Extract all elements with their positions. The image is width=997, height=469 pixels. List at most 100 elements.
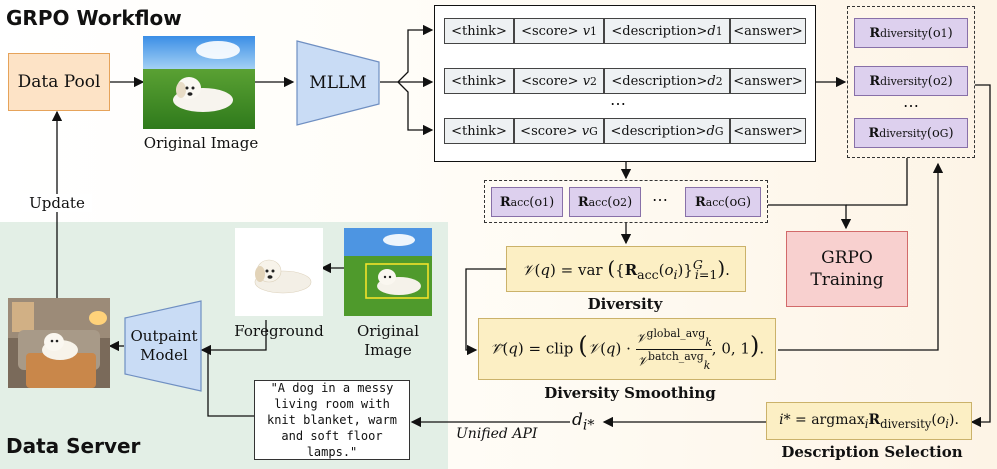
mllm-block: MLLM: [296, 40, 380, 126]
answer-token: <answer>: [730, 18, 806, 44]
reward-sub: acc: [588, 195, 608, 209]
unified-api-label: Unified API: [456, 426, 538, 442]
update-label: Update: [22, 194, 92, 212]
reward-symbol: R: [694, 194, 706, 210]
score-sub: 1: [590, 24, 597, 38]
description-selection-box: i* = argmaxiRdiversity(oi).: [766, 402, 972, 440]
selected-description-var: d: [572, 410, 583, 430]
reward-symbol: R: [577, 194, 589, 210]
prompt-quote-box: "A dog in a messy living room with knit …: [254, 380, 410, 460]
reward-arg-sub: 2: [940, 74, 948, 88]
mllm-shape: [296, 40, 380, 126]
diversity-label: Diversity: [587, 295, 663, 313]
reward-close: ): [549, 194, 555, 210]
answer-token: <answer>: [730, 118, 806, 144]
score-text: <score>: [520, 123, 578, 139]
reward-arg-sub: 2: [620, 195, 628, 209]
acc-ellipsis: ⋯: [652, 190, 668, 209]
original-image: [143, 36, 255, 129]
score-var: v: [581, 123, 590, 139]
reward-arg: (o: [927, 25, 941, 41]
grpo-training-label: GRPO Training: [810, 247, 884, 290]
reward-arg-sub: G: [939, 126, 949, 140]
reward-close: ): [745, 194, 752, 210]
selected-description: di*: [572, 410, 595, 433]
living-room-dog-image: [8, 298, 110, 388]
reward-close: ): [948, 125, 954, 141]
reward-symbol: R: [869, 25, 881, 41]
reward-close: ): [947, 73, 953, 89]
original-image-label: Original Image: [143, 134, 259, 152]
foreground-dog-image: [254, 259, 312, 294]
description-var: d: [707, 73, 716, 89]
accuracy-rewards-group: [484, 180, 768, 223]
prompt-quote: "A dog in a messy living room with knit …: [266, 380, 398, 460]
score-text: <score>: [521, 23, 579, 39]
reward-close: ): [627, 194, 633, 210]
description-var: d: [706, 123, 715, 139]
reward-sub: diversity: [880, 26, 928, 40]
reward-symbol: R: [868, 125, 880, 141]
workflow-title: GRPO Workflow: [6, 6, 182, 30]
description-sub: 2: [715, 74, 723, 88]
diversity-rewards-group: [847, 6, 975, 158]
description-sub: G: [714, 124, 724, 138]
reward-arg-sub: G: [737, 195, 746, 209]
detection-dog-image: [344, 228, 432, 316]
reward-arg: (o: [926, 125, 940, 141]
reward-arg: (o: [927, 73, 941, 89]
description-selection-label: Description Selection: [781, 443, 963, 461]
reward-arg-sub: 1: [940, 26, 948, 40]
outpaint-model-block: Outpaint Model: [124, 300, 202, 392]
original-image-2-label: Original Image: [356, 322, 420, 359]
description-selection-formula: i* = argmaxiRdiversity(oi).: [779, 411, 959, 431]
mllm-label: MLLM: [309, 73, 367, 93]
score-var: v: [582, 23, 591, 39]
diversity-smoothing-label: Diversity Smoothing: [544, 384, 716, 402]
description-var: d: [707, 23, 716, 39]
rows-ellipsis: ⋯: [610, 94, 626, 113]
reward-arg: (o: [724, 194, 738, 210]
think-token: <think>: [444, 68, 514, 94]
reward-arg: (o: [607, 194, 621, 210]
diversity-formula: 𝒱(q) = var ({Racc(oi)}Gi=1).: [522, 256, 730, 282]
score-sub: G: [589, 124, 598, 138]
score-var: v: [582, 73, 591, 89]
data-pool-label: Data Pool: [17, 72, 101, 92]
server-title: Data Server: [6, 434, 141, 458]
selected-description-sub: i*: [582, 417, 595, 434]
description-sub: 1: [715, 24, 723, 38]
generated-living-room-image: [8, 298, 110, 388]
outpaint-model-shape: [124, 300, 202, 392]
reward-sub: diversity: [880, 74, 928, 88]
description-text: <description>: [611, 73, 708, 89]
diversity-ellipsis: ⋯: [903, 96, 919, 115]
reward-arg-sub: 1: [542, 195, 550, 209]
foreground-image: [235, 228, 323, 316]
score-sub: 2: [590, 74, 597, 88]
description-text: <description>: [610, 123, 707, 139]
think-token: <think>: [444, 118, 514, 144]
description-text: <description>: [611, 23, 708, 39]
data-pool-box: Data Pool: [8, 53, 110, 111]
dog-on-grass-image: [143, 36, 255, 129]
reward-sub: acc: [510, 195, 530, 209]
score-text: <score>: [521, 73, 579, 89]
reward-symbol: R: [499, 194, 511, 210]
foreground-label: Foreground: [234, 322, 324, 340]
outpaint-model-label: Outpaint Model: [130, 326, 198, 365]
reward-arg: (o: [529, 194, 543, 210]
